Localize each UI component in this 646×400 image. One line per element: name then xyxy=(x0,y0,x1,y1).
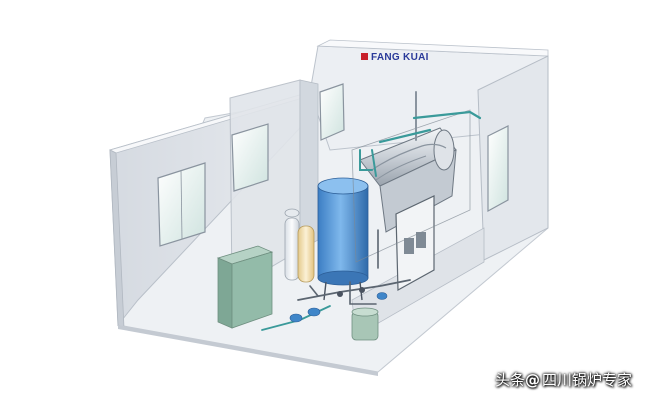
brand-logo-icon xyxy=(361,53,368,60)
brand-logo: FANG KUAI xyxy=(361,52,429,63)
condensate-tank xyxy=(351,307,379,341)
floor-edge xyxy=(118,325,378,376)
right-wall xyxy=(477,55,549,261)
feed-pumps xyxy=(289,287,388,323)
window-right xyxy=(487,125,509,213)
brand-logo-text: FANG KUAI xyxy=(371,52,429,63)
watermark-account: 四川锅炉专家 xyxy=(541,371,632,389)
watermark-at-icon: @ xyxy=(524,370,540,389)
window-left-1 xyxy=(157,162,206,247)
partition-wall-2 xyxy=(299,79,319,251)
softener-tank xyxy=(284,208,300,281)
control-cabinet xyxy=(216,245,274,329)
watermark: 头条 @ 四川锅炉专家 xyxy=(495,369,632,390)
window-left-2 xyxy=(231,123,269,192)
window-back xyxy=(319,83,345,141)
boiler-enclosure xyxy=(351,109,471,263)
watermark-prefix: 头条 xyxy=(494,371,525,389)
water-storage-tank xyxy=(317,177,369,301)
steam-boiler xyxy=(359,127,457,292)
brine-tank xyxy=(297,225,315,283)
back-wall-top xyxy=(316,39,549,57)
